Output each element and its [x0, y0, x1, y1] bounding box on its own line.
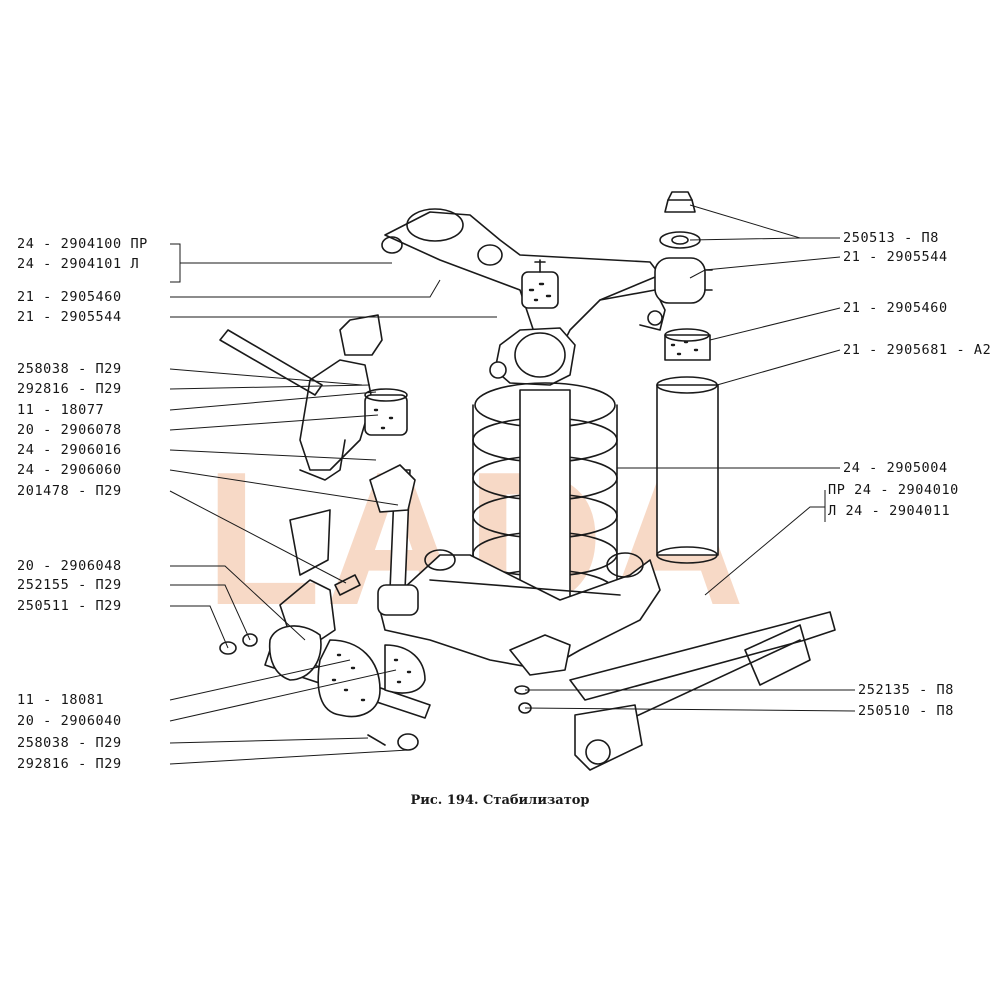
label-right-2: 21 - 2905544 [843, 249, 948, 265]
label-right-3: 21 - 2905460 [843, 300, 948, 316]
label-right-5: 24 - 2905004 [843, 460, 948, 476]
steering-knuckle [219, 314, 383, 481]
label-left-4: 21 - 2905544 [17, 309, 122, 325]
label-left-17: 258038 - П29 [17, 735, 122, 751]
shock-boot [656, 328, 719, 564]
label-left-7: 11 - 18077 [17, 402, 105, 418]
label-left-18: 292816 - П29 [17, 756, 122, 772]
label-right-8: 252135 - П8 [858, 682, 955, 698]
label-left-8: 20 - 2906078 [17, 422, 122, 438]
label-right-9: 250510 - П8 [858, 703, 955, 719]
label-left-6: 292816 - П29 [17, 381, 122, 397]
lower-control-arm [379, 549, 661, 676]
label-left-2: 24 - 2904101 Л [17, 256, 140, 272]
stabilizer-link [364, 388, 419, 616]
label-left-16: 20 - 2906040 [17, 713, 122, 729]
label-right-1: 250513 - П8 [843, 230, 940, 246]
label-left-14: 250511 - П29 [17, 598, 122, 614]
label-right-4: 21 - 2905681 - А2 [843, 342, 992, 358]
label-left-13: 252155 - П29 [17, 577, 122, 593]
label-left-11: 201478 - П29 [17, 483, 122, 499]
label-left-3: 21 - 2905460 [17, 289, 122, 305]
label-left-1: 24 - 2904100 ПР [17, 236, 148, 252]
label-left-5: 258038 - П29 [17, 361, 122, 377]
label-left-10: 24 - 2906060 [17, 462, 122, 478]
label-right-6: ПР 24 - 2904010 [828, 482, 959, 498]
label-right-7: Л 24 - 2904011 [828, 503, 951, 519]
upper-ball-joint [489, 259, 576, 386]
stabilizer-bar [264, 639, 431, 719]
label-left-9: 24 - 2906016 [17, 442, 122, 458]
label-left-12: 20 - 2906048 [17, 558, 122, 574]
stabilizer-bracket [268, 509, 336, 681]
figure-caption: Рис. 194. Стабилизатор [410, 793, 590, 808]
label-left-15: 11 - 18081 [17, 692, 105, 708]
upper-control-arm [381, 208, 666, 361]
